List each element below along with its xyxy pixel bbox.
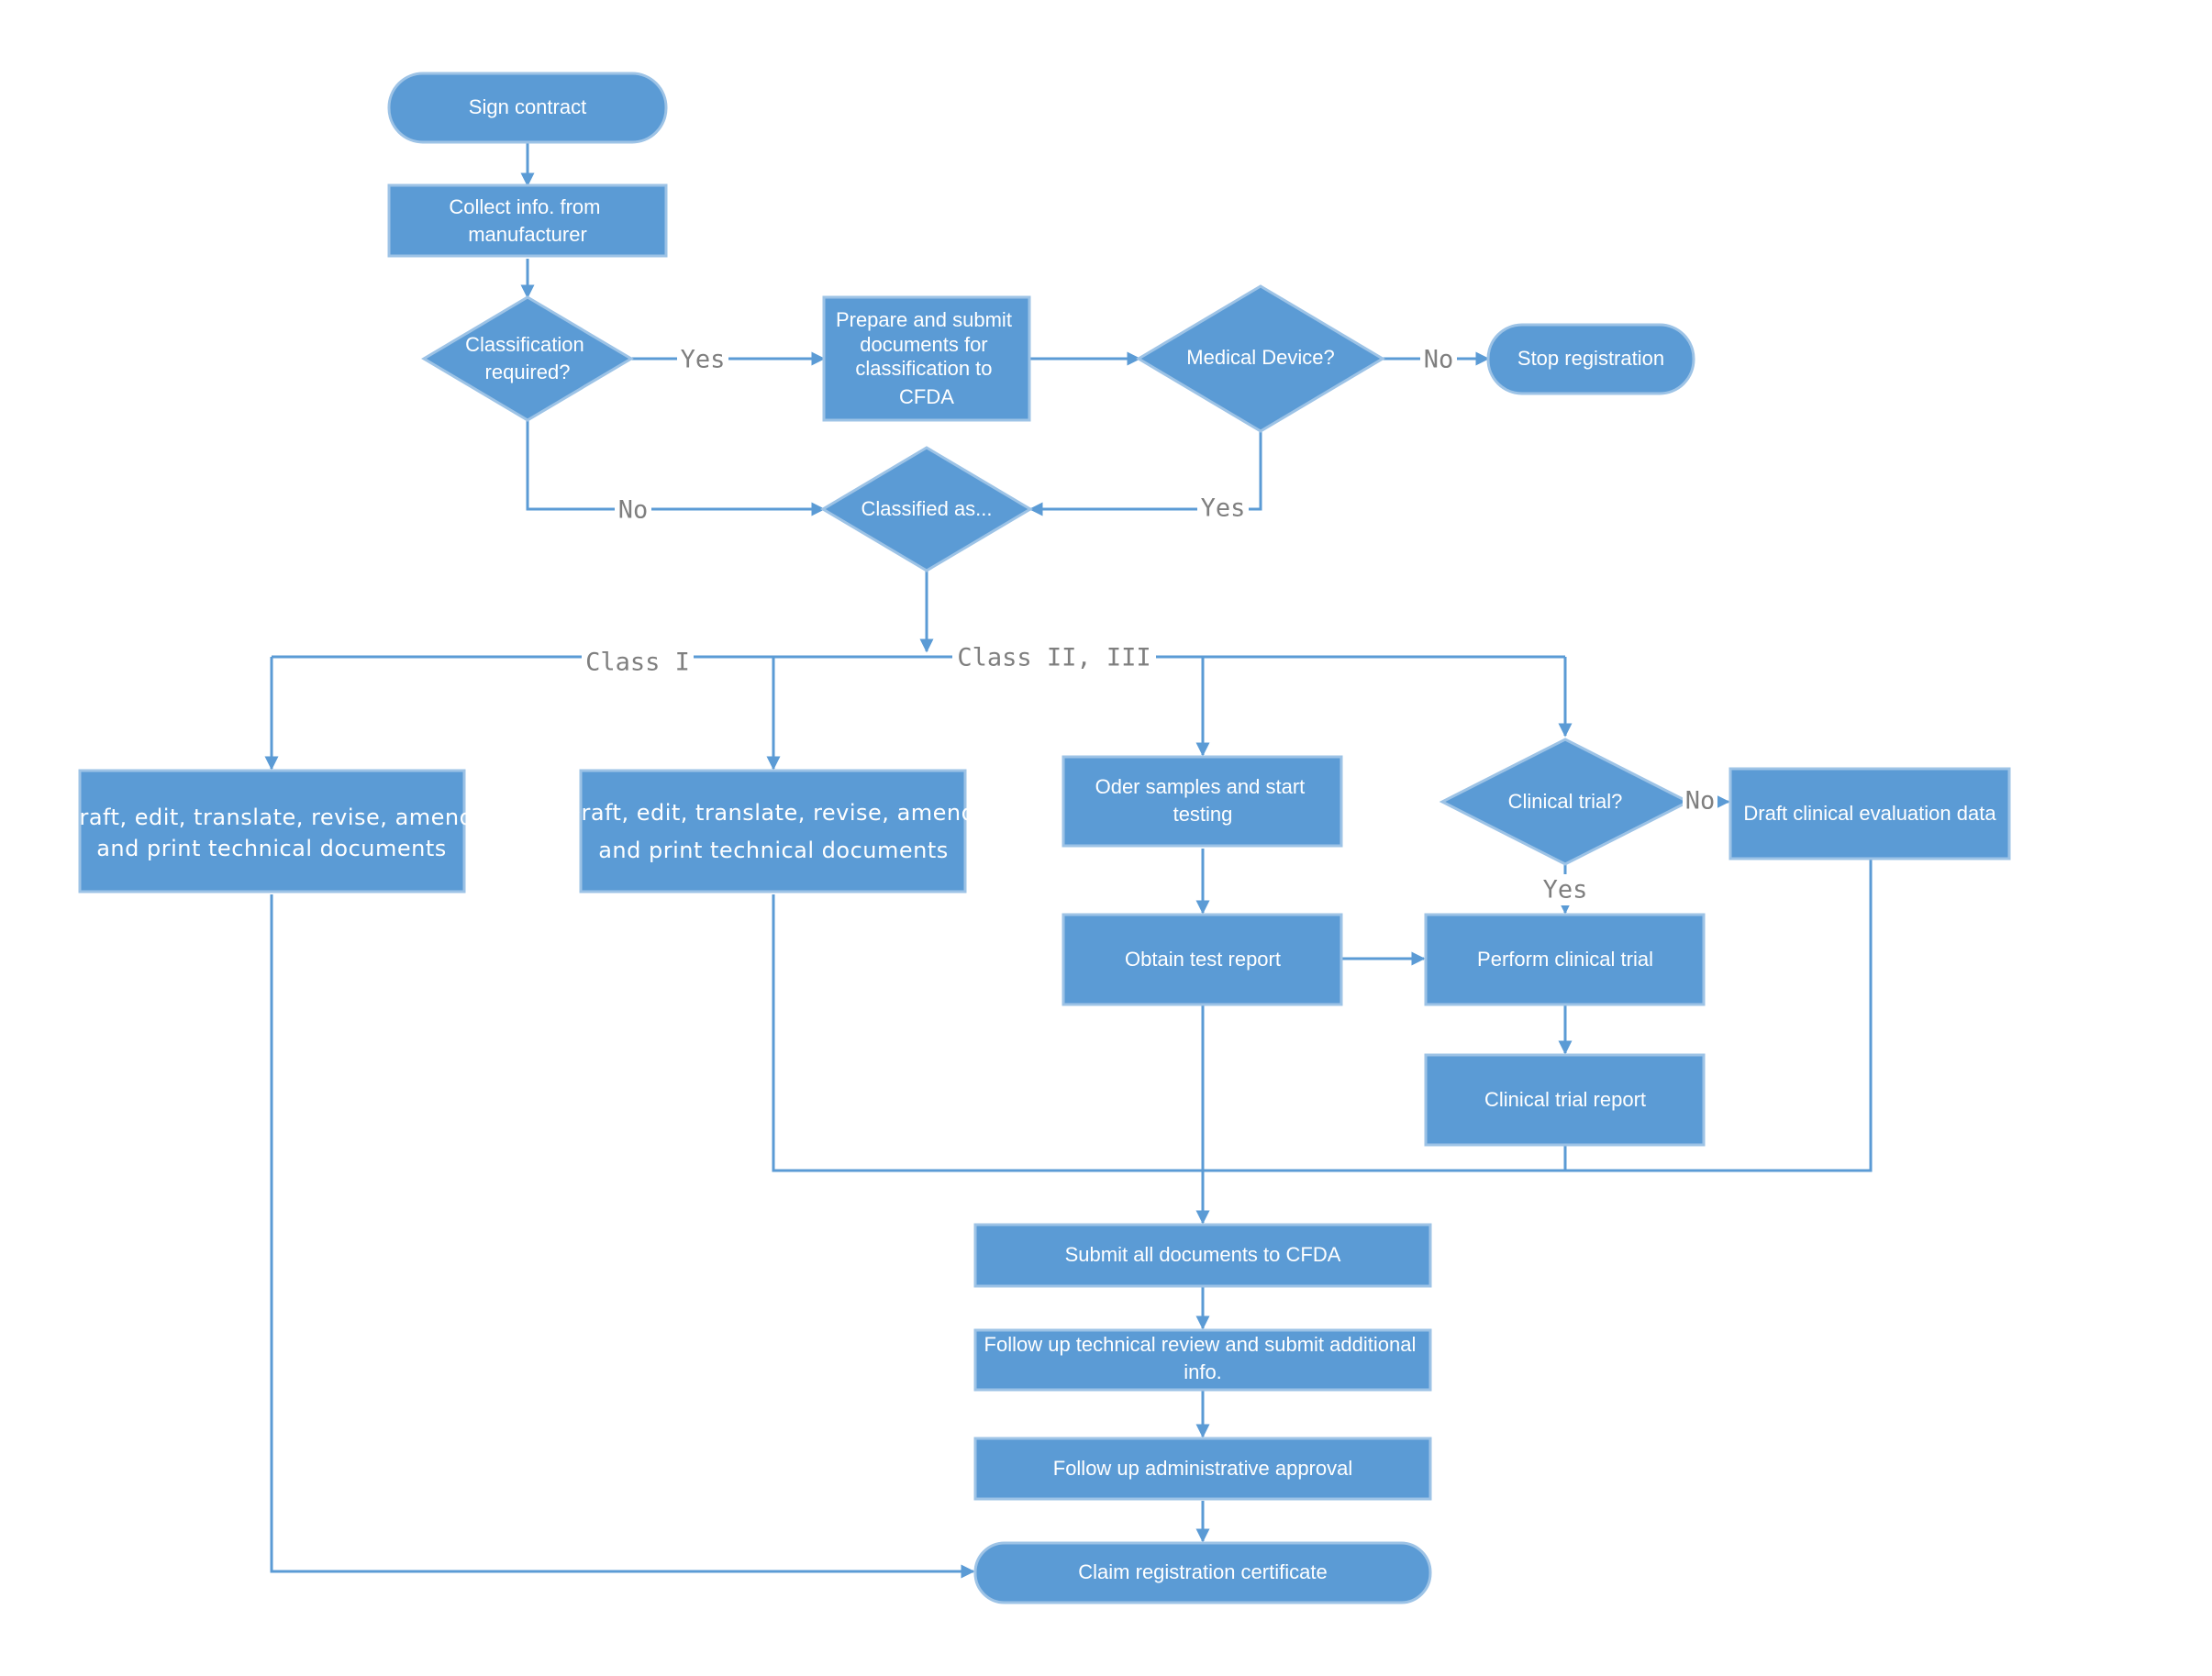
order-samples-line: Oder samples and start xyxy=(1095,775,1306,798)
classification-required-line: Classification xyxy=(465,333,584,356)
edge-label-yes: Yes xyxy=(681,346,726,374)
clinical-trial-label: Clinical trial? xyxy=(1508,790,1623,813)
svg-text:Classification required?: Classification required? xyxy=(465,333,590,383)
collect-info-process: Collect info. from manufacturer xyxy=(387,183,668,258)
collect-info-line: Collect info. from xyxy=(449,195,600,218)
stop-registration-terminal: Stop registration xyxy=(1486,323,1695,395)
edge-label-class-1: Class I xyxy=(585,649,690,677)
clinical-trial-report-process: Clinical trial report xyxy=(1424,1053,1706,1147)
clinical-trial-report-label: Clinical trial report xyxy=(1484,1088,1646,1111)
edge-label-yes: Yes xyxy=(1201,494,1246,523)
draft-class23-line: and print technical documents xyxy=(598,838,949,863)
obtain-test-report-label: Obtain test report xyxy=(1125,948,1281,971)
edge-class1-to-claim xyxy=(270,894,975,1579)
prepare-submit-line: CFDA xyxy=(899,385,954,408)
submit-all-process: Submit all documents to CFDA xyxy=(973,1223,1432,1288)
edge-label-no: No xyxy=(1424,346,1454,374)
medical-device-decision: Medical Device? xyxy=(1136,284,1385,433)
svg-text:Prepare and submit docum: Prepare and submit documents for classif… xyxy=(836,308,1017,408)
prepare-submit-process: Prepare and submit documents for classif… xyxy=(822,295,1031,422)
follow-admin-process: Follow up administrative approval xyxy=(973,1437,1432,1501)
order-samples-process: Oder samples and start testing xyxy=(1062,755,1343,848)
submit-all-label: Submit all documents to CFDA xyxy=(1065,1243,1341,1266)
edge-merge-bar xyxy=(772,859,1873,1172)
classified-as-label: Classified as... xyxy=(861,497,992,520)
draft-class1-process: Draft, edit, translate, revise, amend an… xyxy=(61,769,481,893)
draft-clinical-eval-label: Draft clinical evaluation data xyxy=(1743,802,1996,825)
stop-registration-label: Stop registration xyxy=(1517,347,1664,370)
edge-classification-no xyxy=(526,420,826,516)
edge-label-class-2-3: Class II, III xyxy=(957,644,1150,672)
classified-as-decision: Classified as... xyxy=(820,446,1033,572)
edge-label-yes: Yes xyxy=(1543,876,1588,905)
edge-label-no: No xyxy=(618,496,649,525)
prepare-submit-line: classification to xyxy=(855,357,992,380)
prepare-submit-line: Prepare and submit xyxy=(836,308,1012,331)
svg-text:Draft, edit, translate, revise: Draft, edit, translate, revise, amend an… xyxy=(563,800,983,863)
svg-text:Oder samples and start t: Oder samples and start testing xyxy=(1095,775,1311,826)
obtain-test-report-process: Obtain test report xyxy=(1062,913,1343,1006)
collect-info-line: manufacturer xyxy=(468,223,587,246)
order-samples-line: testing xyxy=(1173,803,1233,826)
prepare-submit-line: documents for xyxy=(860,333,987,356)
follow-technical-process: Follow up technical review and submit ad… xyxy=(973,1328,1432,1392)
draft-clinical-eval-process: Draft clinical evaluation data xyxy=(1728,767,2011,860)
follow-technical-line: info. xyxy=(1184,1360,1222,1383)
perform-clinical-trial-label: Perform clinical trial xyxy=(1477,948,1653,971)
classification-required-line: required? xyxy=(485,361,571,383)
clinical-trial-decision: Clinical trial? xyxy=(1439,738,1692,866)
draft-class23-process: Draft, edit, translate, revise, amend an… xyxy=(563,769,983,893)
perform-clinical-trial-process: Perform clinical trial xyxy=(1424,913,1706,1006)
medical-device-label: Medical Device? xyxy=(1186,346,1334,369)
connectors xyxy=(264,142,1873,1579)
svg-text:Draft, edit, translate, revise: Draft, edit, translate, revise, amend an… xyxy=(61,805,481,861)
edge-labels: Yes No No Yes Class I Class II, III No Y… xyxy=(582,345,1717,905)
start-terminal: Sign contract xyxy=(387,72,668,144)
svg-text:Collect info. from manuf: Collect info. from manufacturer xyxy=(449,195,606,246)
follow-admin-label: Follow up administrative approval xyxy=(1053,1457,1353,1480)
draft-class1-line: Draft, edit, translate, revise, amend xyxy=(61,805,473,830)
classification-required-decision: Classification required? xyxy=(421,295,634,422)
edge-label-no: No xyxy=(1685,787,1716,816)
edge-medical-yes xyxy=(1028,431,1262,516)
follow-technical-line: Follow up technical review and submit ad… xyxy=(984,1333,1417,1356)
claim-certificate-label: Claim registration certificate xyxy=(1078,1560,1327,1583)
claim-certificate-terminal: Claim registration certificate xyxy=(973,1541,1432,1604)
svg-text:Follow up technical review and: Follow up technical review and submit ad… xyxy=(984,1333,1422,1383)
draft-class23-line: Draft, edit, translate, revise, amend xyxy=(563,800,975,826)
start-terminal-label: Sign contract xyxy=(469,95,586,118)
draft-class1-line: and print technical documents xyxy=(96,836,447,861)
